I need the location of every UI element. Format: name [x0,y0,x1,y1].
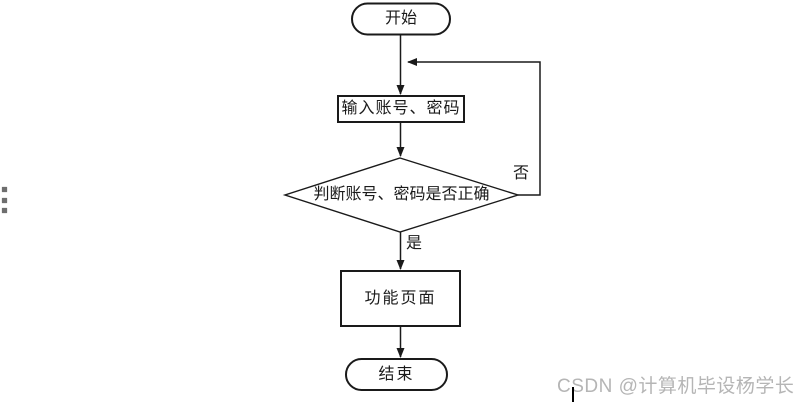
decision-diamond-shape [282,157,521,233]
ellipsis-dot [2,187,7,192]
edge-label-no: 否 [513,165,530,182]
end-node-shape [345,358,448,391]
input-node-shape [337,95,465,123]
input-node-label: 输入账号、密码 [341,100,461,117]
ellipsis-dot [2,208,7,213]
end-node-label: 结束 [378,365,415,383]
vertical-ellipsis-icon [2,187,8,213]
start-node-label: 开始 [384,9,417,27]
csdn-watermark: CSDN @计算机毕设杨学长 [557,376,795,397]
decision-node-label: 判断账号、密码是否正确 [313,186,490,203]
ellipsis-dot [2,197,7,203]
connector-no-loop [407,58,541,196]
text-cursor [572,387,574,402]
start-node-shape [351,2,451,36]
function-node-shape [340,270,461,327]
function-node-label: 功能页面 [364,289,437,307]
edge-label-yes: 是 [406,235,423,252]
